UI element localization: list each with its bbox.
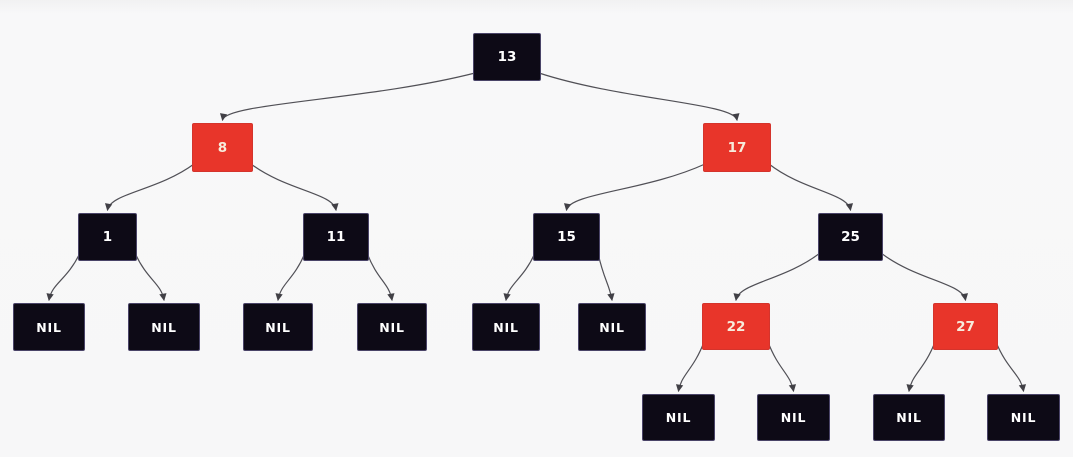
nil-leaf-node: NIL [472,303,540,351]
node-label: 8 [217,139,228,156]
tree-edge-n25-n22 [733,252,821,302]
node-label: 13 [497,49,517,65]
nil-leaf-node: NIL [243,303,313,351]
tree-node-15: 15 [533,213,600,261]
tree-edge-n13-n17 [538,72,740,122]
tree-edge-n22-nilG [675,341,705,393]
node-label: NIL [36,319,62,335]
tree-edge-n25-n27 [880,252,969,302]
tree-node-22: 22 [702,303,770,350]
tree-node-13: 13 [473,33,541,81]
nil-leaf-node: NIL [357,303,427,351]
tree-edge-n15-nilE [503,252,536,302]
tree-edge-n13-n8 [220,72,476,122]
tree-edge-n17-n25 [768,163,854,212]
tree-node-17: 17 [703,123,771,172]
nil-leaf-node: NIL [873,394,945,441]
tree-node-1: 1 [78,213,137,261]
node-label: NIL [665,410,692,425]
node-label: NIL [599,319,625,335]
tree-edge-n8-n11 [250,163,339,212]
nil-leaf-node: NIL [13,303,85,351]
tree-node-25: 25 [818,213,883,261]
node-label: NIL [265,319,291,335]
tree-edge-n1-nilB [134,252,167,302]
tree-edge-n17-n15 [564,163,706,212]
nil-leaf-node: NIL [987,394,1060,441]
node-label: 11 [326,229,346,245]
nil-leaf-node: NIL [757,394,830,441]
node-label: 22 [726,318,746,335]
node-label: NIL [379,319,405,335]
nil-leaf-node: NIL [128,303,200,351]
tree-edge-n27-nilJ [995,341,1027,393]
node-label: 27 [956,318,975,335]
node-label: NIL [493,319,519,335]
node-label: 15 [557,229,576,245]
tree-edge-n11-nilD [366,252,395,302]
tree-edge-n27-nilI [906,341,936,393]
tree-node-11: 11 [303,213,369,261]
tree-node-27: 27 [933,303,998,350]
tree-node-8: 8 [192,123,253,172]
tree-edge-n1-nilA [46,252,81,302]
nil-leaf-node: NIL [642,394,715,441]
node-label: NIL [780,410,807,425]
node-label: NIL [1010,410,1037,425]
node-label: NIL [151,319,177,335]
nil-leaf-node: NIL [578,303,646,351]
tree-edge-n15-nilF [597,252,615,302]
node-label: 1 [102,229,113,245]
tree-edge-n11-nilC [275,252,306,302]
node-label: 25 [841,229,860,245]
tree-edge-n8-n1 [104,163,195,212]
tree-edge-n22-nilH [767,341,797,393]
node-label: 17 [727,139,747,156]
node-label: NIL [896,410,922,425]
